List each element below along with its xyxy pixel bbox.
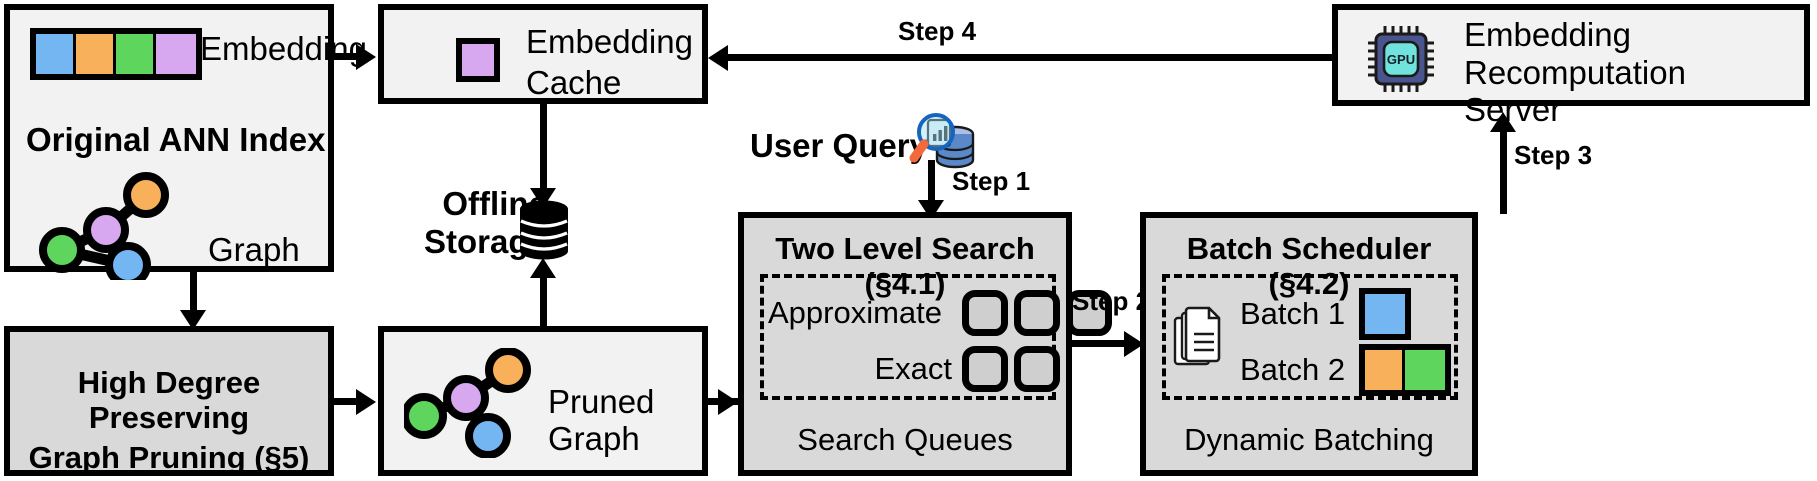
embedding-cache-line2: Cache: [526, 63, 622, 101]
query-search-database-icon: [909, 113, 975, 169]
embedding-cache-line1: Embedding: [526, 23, 693, 60]
approximate-slot-1[interactable]: [962, 290, 1008, 336]
arrow-step2-line: [1072, 340, 1134, 347]
original-ann-index-box[interactable]: Embedding Original ANN Index Graph: [4, 4, 367, 280]
arrow-index-to-cache-head: [356, 44, 376, 70]
arrow-pruning-to-pruned-line: [334, 398, 364, 405]
graph-pruning-title: High Degree Preserving Graph Pruning (§5…: [10, 365, 328, 476]
database-icon: [520, 200, 568, 260]
arrow-index-to-cache-line: [334, 53, 364, 60]
arrow-pruned-to-storage-line: [540, 272, 547, 330]
embedding-cell-3: [156, 34, 196, 74]
graph-pruning-line2: Graph Pruning (§5): [28, 440, 310, 476]
embedding-cell-2: [116, 34, 156, 74]
recomputation-server-title: Embedding Recomputation Server: [1464, 16, 1686, 129]
recomputation-server-line1: Embedding: [1464, 16, 1631, 53]
step-2-label: Step 2: [1072, 286, 1151, 316]
batch-1-label: Batch 1: [1240, 295, 1346, 331]
approximate-slot-2[interactable]: [1014, 290, 1060, 336]
batch-scheduler-title: Batch Scheduler (§4.2): [1186, 231, 1432, 301]
exact-slot-2[interactable]: [1014, 346, 1060, 392]
documents-icon: [1173, 306, 1221, 366]
dynamic-batching-caption: Dynamic Batching: [1184, 422, 1434, 458]
exact-queue-slots[interactable]: [962, 346, 1060, 392]
approximate-slot-3[interactable]: [1066, 290, 1112, 336]
embedding-cell-0: [36, 34, 76, 74]
exact-label: Exact: [874, 350, 952, 386]
gpu-chip-icon: GPU: [1368, 26, 1434, 92]
arrow-step2-head: [1124, 331, 1144, 357]
step-1-label: Step 1: [952, 166, 1031, 196]
arrow-index-to-pruning-head: [180, 310, 206, 330]
embedding-cache-box[interactable]: Embedding Cache: [378, 4, 708, 104]
embedding-cache-title: Embedding Cache: [526, 23, 693, 102]
embedding-label: Embedding: [200, 30, 367, 67]
batch-2-cell-1: [1405, 350, 1446, 390]
step-4-label: Step 4: [898, 16, 977, 46]
batch-1-cell-0: [1365, 294, 1406, 334]
arrow-pruning-to-pruned-head: [356, 389, 376, 415]
pruned-graph-figure: [404, 348, 531, 458]
approximate-label: Approximate: [768, 294, 943, 330]
original-ann-index-title: Original ANN Index: [26, 121, 326, 158]
recomputation-server-line3: Server: [1464, 91, 1562, 129]
batch-2-swatches: [1359, 344, 1452, 396]
exact-slot-1[interactable]: [962, 346, 1008, 392]
arrow-cache-to-storage-line: [540, 104, 547, 192]
arrow-step3-head: [1490, 112, 1516, 132]
recomputation-server-box[interactable]: GPU Embedding Recomputation Server: [1332, 4, 1810, 128]
embedding-swatch-strip: [30, 28, 202, 80]
step-3-label: Step 3: [1514, 140, 1593, 170]
pruned-graph-label: Pruned Graph: [548, 383, 655, 457]
graph-pruning-line1: High Degree Preserving: [77, 365, 261, 435]
graph-pruning-box[interactable]: High Degree Preserving Graph Pruning (§5…: [4, 326, 334, 476]
search-queues-caption: Search Queues: [797, 422, 1013, 458]
two-level-search-title: Two Level Search (§4.1): [775, 231, 1035, 301]
two-level-search-box[interactable]: Two Level Search (§4.1) Approximate Exac…: [738, 212, 1112, 476]
arrow-pruned-to-storage-head: [530, 258, 556, 278]
pruned-graph-box[interactable]: Pruned Graph: [378, 326, 708, 476]
arrow-step1-line: [928, 160, 935, 206]
user-query-label: User Query: [750, 127, 928, 164]
embedding-cell-1: [76, 34, 116, 74]
batch-2-cell-0: [1365, 350, 1406, 390]
batch-scheduler-box[interactable]: Batch Scheduler (§4.2) Batch 1 Batch 2: [1140, 212, 1478, 476]
arrow-index-to-pruning-line: [190, 272, 197, 314]
arrow-step3-line: [1500, 128, 1507, 214]
search-queues-panel: Approximate Exact: [760, 274, 1112, 400]
embedding-cache-swatch: [456, 38, 500, 82]
recomputation-server-line2: Recomputation: [1464, 53, 1686, 91]
gpu-chip-text: GPU: [1387, 52, 1415, 67]
original-index-graph: [39, 172, 169, 280]
arrow-pruned-to-search-head: [718, 389, 738, 415]
arrow-step4-head: [708, 45, 728, 71]
batch-1-swatches: [1359, 288, 1412, 340]
dynamic-batching-panel: Batch 1 Batch 2: [1162, 274, 1458, 400]
approximate-queue-slots[interactable]: [962, 290, 1112, 336]
batch-2-label: Batch 2: [1240, 351, 1346, 387]
graph-label: Graph: [208, 231, 300, 268]
arrow-step4-line: [726, 54, 1334, 61]
